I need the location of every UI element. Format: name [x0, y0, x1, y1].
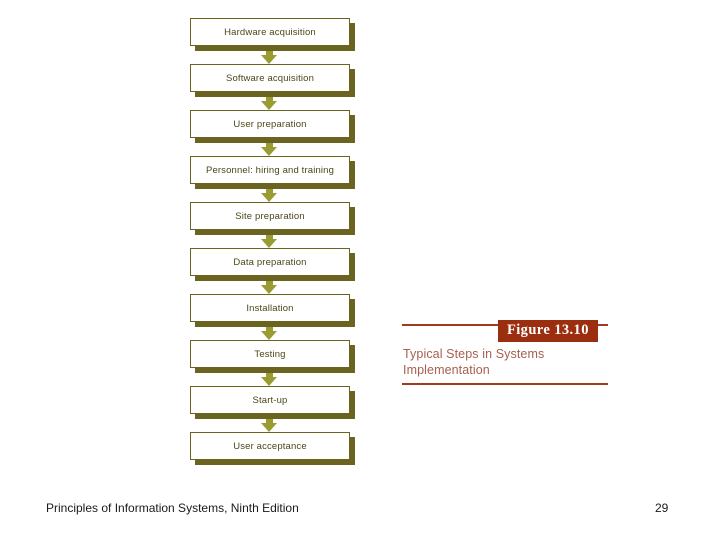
- footer-page-number: 29: [655, 501, 669, 515]
- flow-step-label: Personnel: hiring and training: [205, 164, 335, 176]
- box-face: Testing: [190, 340, 350, 368]
- arrow-shaft: [266, 138, 273, 149]
- box-face: Data preparation: [190, 248, 350, 276]
- arrow-shaft: [266, 414, 273, 425]
- flow-step-label: Hardware acquisition: [224, 26, 316, 38]
- flow-step-testing[interactable]: Testing: [190, 340, 355, 373]
- arrow-head: [261, 285, 277, 294]
- box-face: User preparation: [190, 110, 350, 138]
- flow-step-user-preparation[interactable]: User preparation: [190, 110, 355, 143]
- arrow-shaft: [266, 322, 273, 333]
- flow-arrow-down-icon-2: [190, 92, 350, 110]
- figure-rule-bottom: [402, 383, 608, 385]
- arrow-head: [261, 101, 277, 110]
- arrow-head: [261, 193, 277, 202]
- flow-arrow-down-icon-3: [190, 138, 350, 156]
- arrow-shaft: [266, 230, 273, 241]
- arrow-head: [261, 55, 277, 64]
- flow-step-software-acquisition[interactable]: Software acquisition: [190, 64, 355, 97]
- flow-arrow-down-icon-8: [190, 368, 350, 386]
- flow-step-label: Site preparation: [235, 210, 305, 222]
- systems-implementation-flowchart: Hardware acquisition Software acquisitio…: [190, 18, 362, 465]
- flow-step-label: User acceptance: [233, 440, 307, 452]
- box-face: Hardware acquisition: [190, 18, 350, 46]
- box-face: Software acquisition: [190, 64, 350, 92]
- flow-step-label: Software acquisition: [225, 72, 315, 84]
- arrow-shaft: [266, 46, 273, 57]
- flow-step-start-up[interactable]: Start-up: [190, 386, 355, 419]
- flow-step-hardware-acquisition[interactable]: Hardware acquisition: [190, 18, 355, 51]
- figure-number-badge: Figure 13.10: [498, 320, 598, 342]
- arrow-shaft: [266, 184, 273, 195]
- flow-step-label: Installation: [246, 302, 294, 314]
- arrow-shaft: [266, 368, 273, 379]
- arrow-shaft: [266, 276, 273, 287]
- arrow-head: [261, 331, 277, 340]
- flow-step-label: Start-up: [252, 394, 288, 406]
- flow-step-label: Testing: [254, 348, 286, 360]
- arrow-head: [261, 423, 277, 432]
- flow-arrow-down-icon-4: [190, 184, 350, 202]
- arrow-head: [261, 147, 277, 156]
- arrow-head: [261, 377, 277, 386]
- flow-step-data-preparation[interactable]: Data preparation: [190, 248, 355, 281]
- arrow-shaft: [266, 92, 273, 103]
- flow-arrow-down-icon-1: [190, 46, 350, 64]
- box-face: Installation: [190, 294, 350, 322]
- flow-arrow-down-icon-7: [190, 322, 350, 340]
- flow-step-label: User preparation: [233, 118, 307, 130]
- flow-step-personnel-hiring-and-training[interactable]: Personnel: hiring and training: [190, 156, 355, 189]
- figure-caption-text: Typical Steps in Systems Implementation: [403, 347, 545, 377]
- flow-arrow-down-icon-5: [190, 230, 350, 248]
- box-face: Personnel: hiring and training: [190, 156, 350, 184]
- flow-step-label: Data preparation: [233, 256, 307, 268]
- flow-step-user-acceptance[interactable]: User acceptance: [190, 432, 355, 465]
- box-face: Site preparation: [190, 202, 350, 230]
- flow-step-installation[interactable]: Installation: [190, 294, 355, 327]
- footer-book-title: Principles of Information Systems, Ninth…: [46, 501, 299, 515]
- flow-arrow-down-icon-9: [190, 414, 350, 432]
- flow-step-site-preparation[interactable]: Site preparation: [190, 202, 355, 235]
- arrow-head: [261, 239, 277, 248]
- box-face: Start-up: [190, 386, 350, 414]
- box-face: User acceptance: [190, 432, 350, 460]
- flow-arrow-down-icon-6: [190, 276, 350, 294]
